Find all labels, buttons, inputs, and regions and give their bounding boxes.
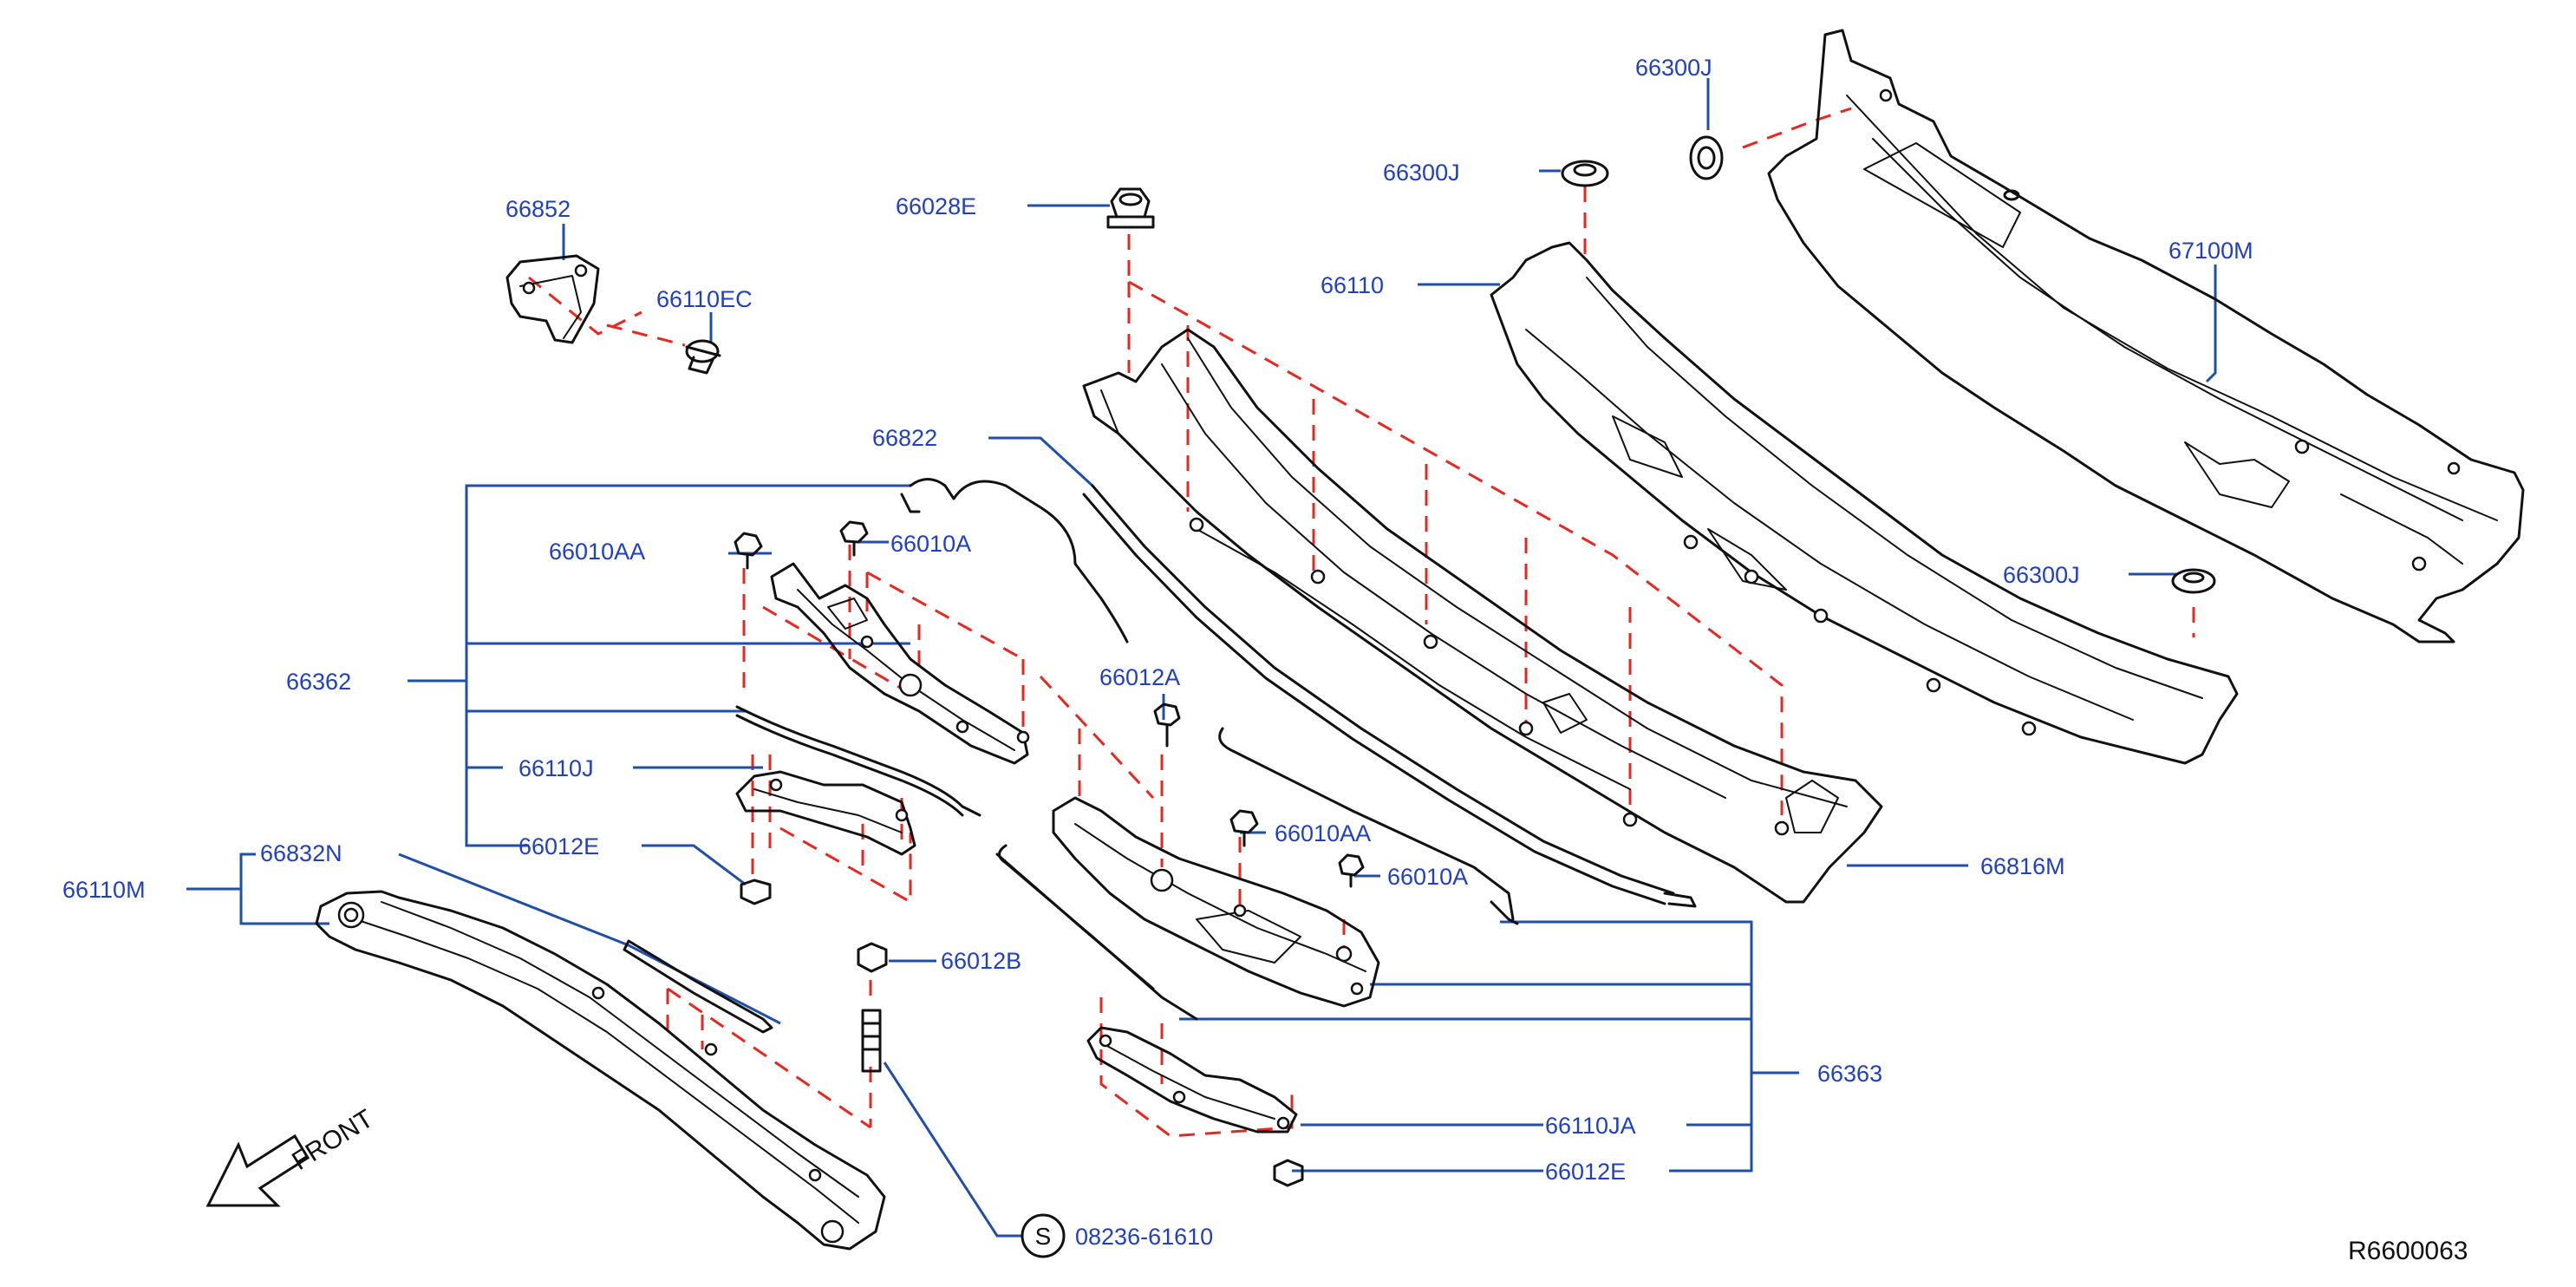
leader-lines: [186, 78, 2217, 1238]
service-symbol-circle: [1021, 1213, 1066, 1258]
label-66300J-mid: 66300J: [1383, 160, 1460, 186]
part-66363-hose: [995, 727, 1519, 1021]
part-66832N-strip: [623, 939, 773, 1034]
reference-code: R6600063: [2348, 1237, 2468, 1265]
part-66110JA-bracket: [1086, 1026, 1298, 1133]
part-66362-hose: [735, 478, 1129, 817]
part-66028E-grommet: [1106, 187, 1155, 229]
front-label: FRONT: [287, 1104, 378, 1176]
part-left-bracket: [770, 562, 1030, 765]
label-66110EC: 66110EC: [656, 286, 753, 312]
part-66110M-rail: [315, 890, 886, 1251]
part-66110J-bracket: [735, 770, 916, 856]
label-66012A: 66012A: [1099, 664, 1180, 690]
label-66832N: 66832N: [260, 840, 342, 866]
label-66010AA-upper: 66010AA: [549, 539, 645, 565]
part-66816M-cowl-cover: [1082, 328, 1883, 904]
part-66110EC-clip: [685, 339, 721, 375]
label-66822: 66822: [872, 425, 937, 451]
label-66010A-upper: 66010A: [890, 531, 971, 557]
label-66363: 66363: [1817, 1061, 1882, 1087]
part-66300J-grommets: [1561, 135, 2216, 594]
part-66822-seal: [1082, 484, 1697, 908]
label-66010A-lower: 66010A: [1387, 864, 1468, 890]
label-66012E-right: 66012E: [1545, 1159, 1626, 1185]
label-66300J-right: 66300J: [2003, 562, 2080, 588]
label-67100M: 67100M: [2168, 238, 2253, 264]
part-center-lower-bracket: [1052, 796, 1380, 1008]
part-67100M-dash-upper: [1767, 29, 2525, 644]
label-66010AA-lower: 66010AA: [1275, 820, 1371, 846]
label-66028E: 66028E: [896, 193, 976, 219]
label-08236-61610: 08236-61610: [1075, 1224, 1213, 1250]
label-66110M: 66110M: [62, 877, 146, 903]
label-66110J: 66110J: [518, 755, 594, 781]
label-66110: 66110: [1321, 272, 1384, 298]
part-fasteners: [734, 520, 1365, 1187]
front-arrow-icon: [205, 1133, 310, 1207]
label-66816M: 66816M: [1980, 853, 2065, 879]
part-labels: 66852 66110EC 66028E 66300J 66300J 66110…: [62, 55, 2253, 1250]
dashed-assembly-lines: [528, 107, 2195, 1138]
service-symbol: S: [1035, 1223, 1052, 1250]
label-66362: 66362: [286, 669, 351, 695]
label-66852: 66852: [505, 196, 571, 222]
part-66110-cowl-top: [1490, 241, 2239, 765]
label-66110JA: 66110JA: [1545, 1113, 1636, 1139]
label-66012E-left: 66012E: [518, 833, 599, 859]
label-66012B: 66012B: [941, 948, 1021, 974]
label-66300J-top: 66300J: [1635, 55, 1712, 81]
part-66852-bracket: [505, 254, 600, 344]
